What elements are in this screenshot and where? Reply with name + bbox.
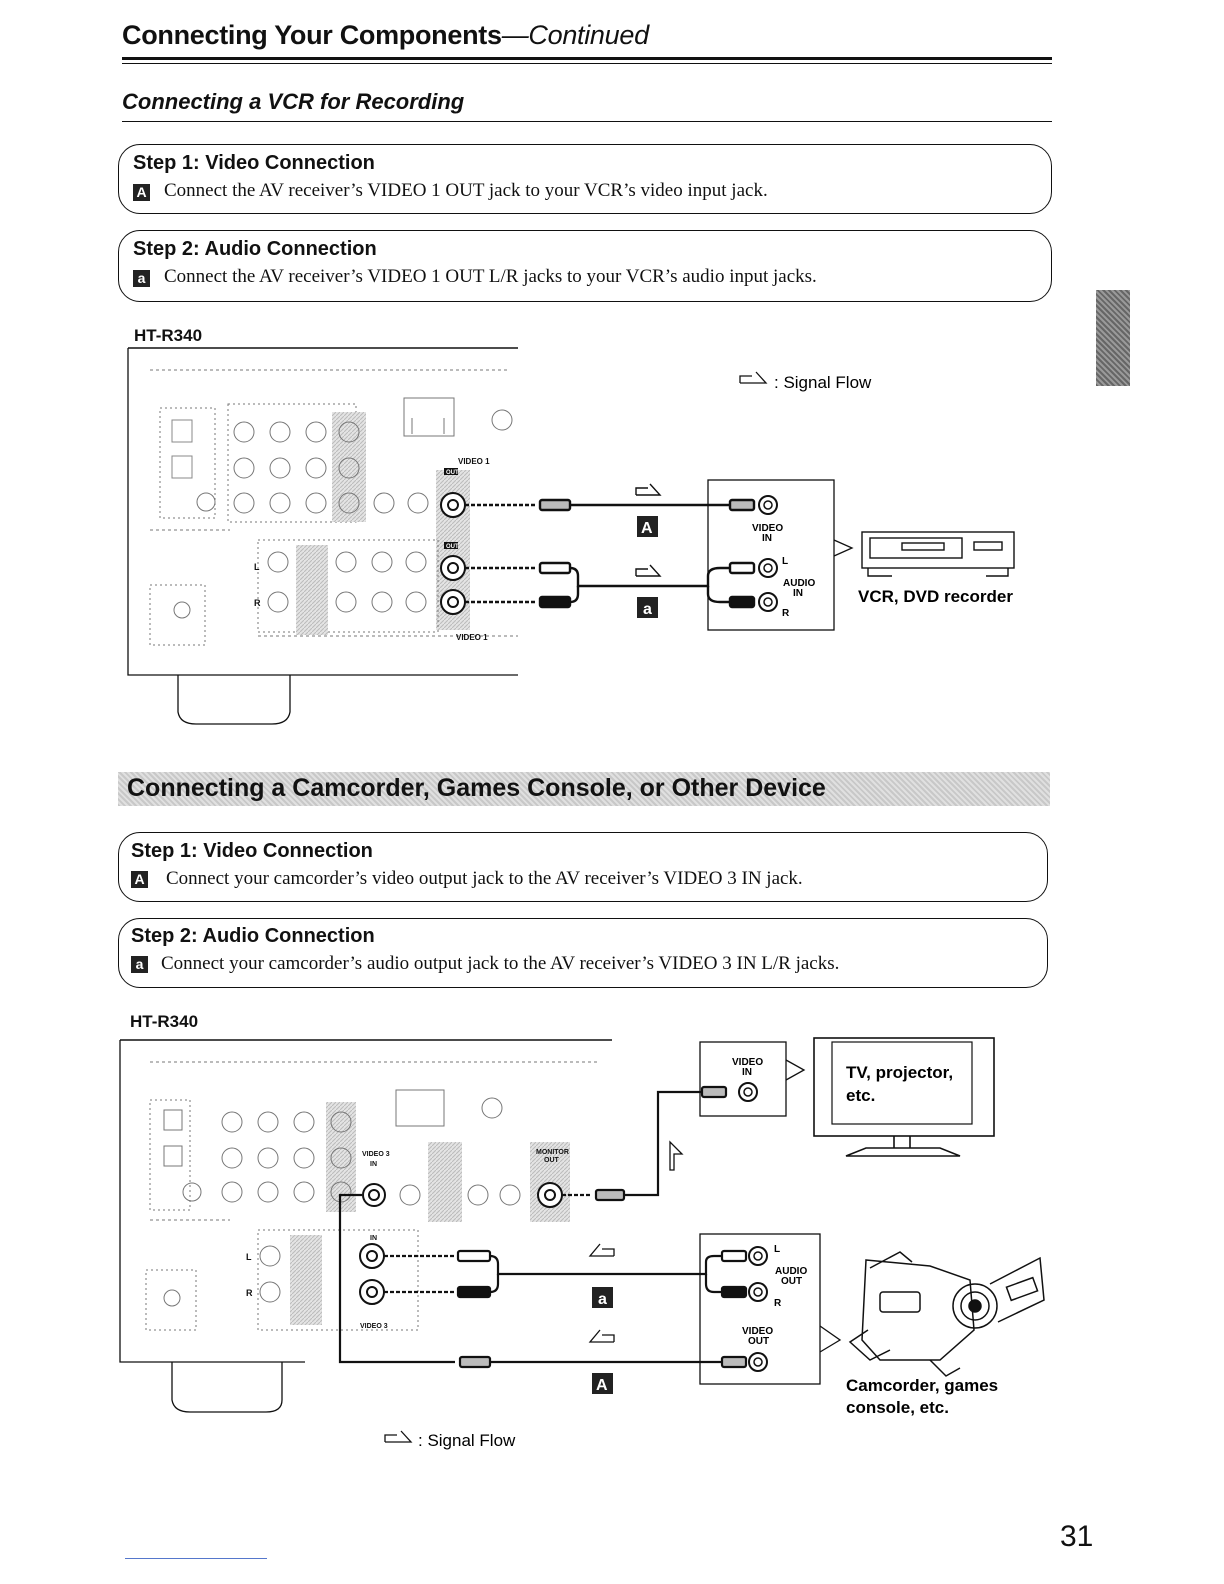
page-number: 31 <box>1060 1520 1094 1553</box>
vcr-step2-box <box>118 230 1052 302</box>
camcorder-section-title: Connecting a Camcorder, Games Console, o… <box>127 774 826 802</box>
vcr-step1-title: Step 1: Video Connection <box>133 152 375 174</box>
label-video1-top: VIDEO 1 <box>458 457 490 466</box>
cam-model-label: HT-R340 <box>130 1012 199 1031</box>
vcr-signal-flow-legend: : Signal Flow <box>774 373 872 392</box>
camcorder-device-label: Camcorder, games <box>846 1376 998 1395</box>
tv-video-in-label: IN <box>742 1067 752 1078</box>
svg-text:R: R <box>246 1288 253 1298</box>
signal-flow-arrow-audio-2 <box>588 1243 615 1257</box>
cam-step2-box <box>118 918 1048 988</box>
vcr-step1-badge: A <box>133 184 150 201</box>
label-out-top: OUT <box>446 470 459 476</box>
camcorder-device-label-2: console, etc. <box>846 1398 949 1417</box>
cam-audio-label: AUDIO <box>775 1266 807 1277</box>
vcr-step2-title: Step 2: Audio Connection <box>133 238 377 260</box>
vcr-video-in-label: IN <box>762 533 772 544</box>
receiver-monitor-out-jack <box>537 1182 563 1208</box>
svg-text:L: L <box>246 1252 252 1262</box>
receiver-rear-panel <box>127 347 518 725</box>
signal-flow-arrow-video <box>635 483 662 496</box>
cam-signal-flow-legend: : Signal Flow <box>418 1431 516 1450</box>
camcorder-icon <box>848 1251 1045 1377</box>
vcr-connection-diagram: VIDEO 1 OUT OUT VIDEO 1 L R A a <box>127 347 1015 725</box>
label-in2: IN <box>370 1235 377 1242</box>
label-video1-bottom: VIDEO 1 <box>456 633 488 642</box>
signal-flow-arrow-video-2 <box>588 1329 615 1343</box>
monitor-out-cable <box>562 1085 728 1202</box>
label-in1: IN <box>370 1161 377 1168</box>
tv-device-label: TV, projector, <box>846 1063 953 1082</box>
vcr-audio-l-label: L <box>782 556 788 567</box>
vcr-device-label: VCR, DVD recorder <box>858 587 1013 606</box>
vcr-step2-text: Connect the AV receiver’s VIDEO 1 OUT L/… <box>164 266 817 287</box>
camcorder-section-banner <box>118 772 1050 806</box>
header-rule-thin <box>122 63 1052 64</box>
cam-audio-r-label: R <box>774 1298 782 1309</box>
vcr-step2-badge: a <box>133 270 150 287</box>
header-rule <box>122 57 1052 60</box>
svg-text:R: R <box>254 598 261 608</box>
label-out-mid: OUT <box>446 544 459 550</box>
vcr-section-title: Connecting a VCR for Recording <box>122 89 465 114</box>
signal-flow-arrow-monitor <box>669 1140 684 1171</box>
camcorder-output-panel: L AUDIO OUT R VIDEO OUT <box>699 1233 842 1385</box>
vcr-video-label: VIDEO <box>752 523 783 534</box>
cam-video-out-label: OUT <box>748 1336 769 1347</box>
label-video3-bottom: VIDEO 3 <box>360 1323 388 1330</box>
vcr-step1-text: Connect the AV receiver’s VIDEO 1 OUT ja… <box>164 180 768 201</box>
badge-audio-a: a <box>643 601 652 618</box>
label-monitor-out: OUT <box>544 1157 560 1164</box>
footer-line <box>125 1558 267 1559</box>
audio-cable-r <box>465 586 756 609</box>
cam-step2-text: Connect your camcorder’s audio output ja… <box>161 953 840 974</box>
camcorder-connection-diagram: VIDEO 3 IN MONITOR OUT IN VIDEO 3 L R <box>119 1037 1045 1450</box>
tv-device-icon <box>813 1037 995 1157</box>
cam-step1-box <box>118 832 1048 902</box>
vcr-model-label: HT-R340 <box>134 326 203 345</box>
badge-audio-a-2: a <box>598 1291 607 1308</box>
cam-step1-text: Connect your camcorder’s video output ja… <box>166 868 803 889</box>
vcr-step1-box <box>118 144 1052 214</box>
video-cable-camcorder <box>338 1193 748 1369</box>
cam-step1-badge: A <box>131 871 148 888</box>
cam-audio-out-label: OUT <box>781 1276 802 1287</box>
cam-step2-title: Step 2: Audio Connection <box>131 925 375 947</box>
cam-step2-badge: a <box>131 956 148 973</box>
receiver-video3-in-jacks <box>359 1183 386 1305</box>
video-cable <box>465 498 756 512</box>
audio-cable-camcorder-r <box>384 1274 748 1299</box>
svg-text:L: L <box>254 562 260 572</box>
page-title-suffix: —Continued <box>501 20 649 50</box>
tv-video-label: VIDEO <box>732 1057 763 1068</box>
badge-video-A: A <box>641 520 653 537</box>
vcr-section-rule <box>122 121 1052 122</box>
signal-flow-legend-icon <box>739 371 768 384</box>
tv-input-panel: VIDEO IN <box>699 1041 806 1117</box>
vcr-input-panel: VIDEO IN L AUDIO IN R <box>707 479 854 631</box>
receiver-rear-panel-2 <box>119 1039 612 1413</box>
badge-video-A-2: A <box>596 1377 608 1394</box>
cam-video-label: VIDEO <box>742 1326 773 1337</box>
vcr-device-icon <box>861 531 1015 577</box>
audio-cable-l <box>465 561 756 588</box>
signal-flow-arrow-audio <box>635 564 662 577</box>
page-title: Connecting Your Components—Continued <box>122 20 649 50</box>
receiver-video1-out-jacks <box>440 492 466 615</box>
label-video3-in: VIDEO 3 <box>362 1151 390 1158</box>
section-side-tab <box>1096 290 1130 386</box>
vcr-audio-in-label: IN <box>793 588 803 599</box>
signal-flow-legend-icon-2 <box>384 1430 413 1443</box>
cam-audio-l-label: L <box>774 1244 780 1255</box>
vcr-audio-label: AUDIO <box>783 578 815 589</box>
tv-device-label-2: etc. <box>846 1086 875 1105</box>
audio-cable-camcorder-l <box>384 1249 748 1276</box>
cam-step1-title: Step 1: Video Connection <box>131 840 373 862</box>
label-monitor: MONITOR <box>536 1149 569 1156</box>
vcr-audio-r-label: R <box>782 608 790 619</box>
